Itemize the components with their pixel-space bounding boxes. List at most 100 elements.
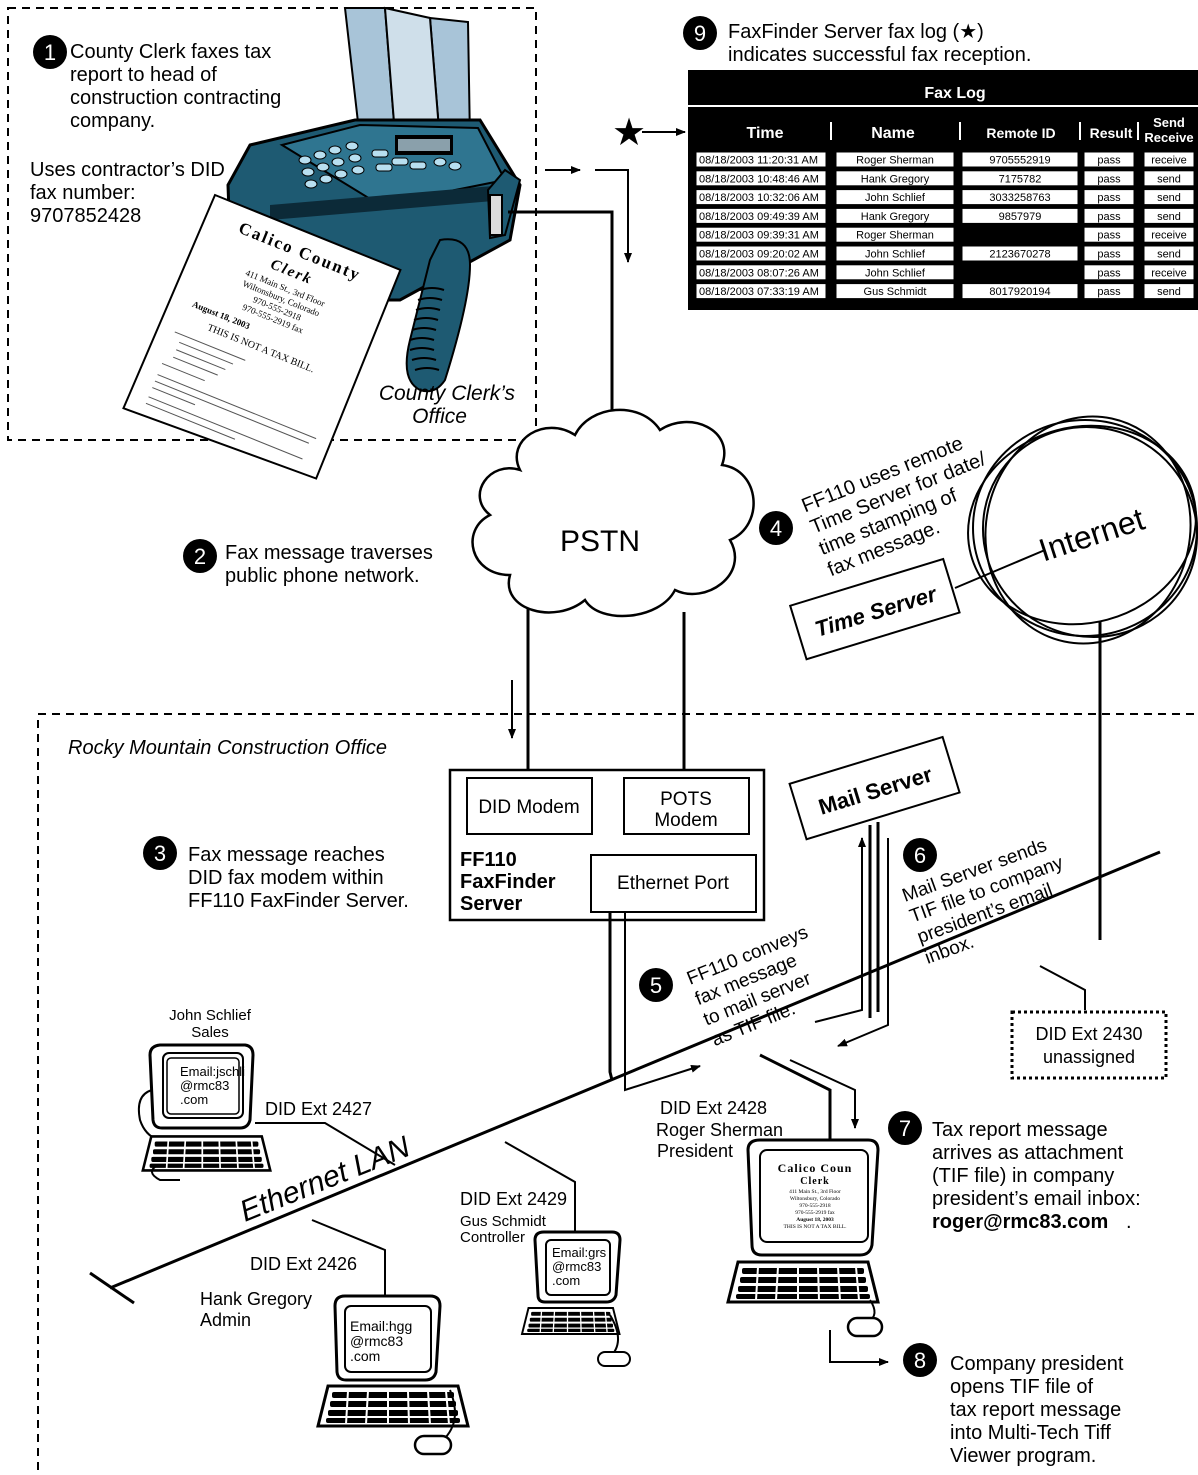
log-result: pass: [1097, 211, 1121, 223]
mail-server-box: Mail Server: [788, 735, 961, 841]
log-direction: receive: [1151, 230, 1186, 242]
ext2430-line1: DID Ext 2430: [1035, 1024, 1142, 1044]
fax-log-panel: Fax Log Time Name Remote ID Result Send …: [688, 70, 1198, 310]
step3-line1: Fax message reaches: [188, 844, 385, 866]
step8-line5: Viewer program.: [950, 1445, 1096, 1467]
ethernet-port-arrow: [624, 912, 701, 1092]
roger-name: Roger Sherman: [656, 1120, 783, 1140]
log-name: John Schlief: [865, 192, 926, 204]
gus-computer: Email:grs @rmc83 .com: [521, 1230, 631, 1367]
col-remote-id: Remote ID: [986, 125, 1055, 141]
fax-log-cell: [695, 170, 827, 187]
step5-number: 5: [650, 973, 662, 998]
gus-title: Controller: [460, 1229, 525, 1246]
log-time: 08/18/2003 09:49:39 AM: [699, 211, 819, 223]
john-email1: Email:jschli: [180, 1064, 245, 1079]
fax-log-cell: [961, 207, 1079, 224]
ff110-to-mail-arrow: [814, 837, 866, 1023]
hank-email2: @rmc83: [350, 1333, 403, 1349]
ethernet-lan-backbone: [109, 850, 1161, 1290]
log-time: 08/18/2003 08:07:26 AM: [699, 267, 819, 279]
fax-log-cell: [835, 264, 955, 281]
fax-log-cell: [1143, 151, 1195, 168]
gus-email3: .com: [552, 1273, 580, 1288]
hank-name: Hank Gregory: [200, 1289, 312, 1309]
log-result: pass: [1097, 230, 1121, 242]
fax-log-cell: [1083, 207, 1135, 224]
hank-email3: .com: [350, 1348, 380, 1364]
star-marker: ★: [612, 112, 646, 154]
log-direction: send: [1157, 286, 1181, 298]
ext2430-link: [1039, 965, 1086, 1010]
log-remote-id: 7175782: [999, 173, 1042, 185]
step8-badge: [903, 1343, 937, 1377]
hank-computer: Email:hgg @rmc83 .com: [316, 1294, 470, 1456]
step9-line1: FaxFinder Server fax log (★): [728, 21, 984, 43]
step9-badge: [683, 16, 717, 50]
fax-log-cell: [1083, 189, 1135, 206]
step1-line3: construction contracting: [70, 87, 281, 109]
step4-number: 4: [770, 516, 782, 541]
fax-log-cell: [695, 207, 827, 224]
gus-lan-link: [504, 1141, 576, 1235]
john-name: John Schlief: [169, 1007, 252, 1024]
step6-number: 6: [914, 843, 926, 868]
john-computer: Email:jschli @rmc83 .com: [137, 1043, 272, 1181]
step5: 5 FF110 conveys fax message to mail serv…: [639, 922, 815, 1051]
john-email2: @rmc83: [180, 1078, 229, 1093]
john-ext: DID Ext 2427: [265, 1099, 372, 1119]
col-result: Result: [1090, 125, 1133, 141]
mail-to-president-arrow: [837, 838, 889, 1047]
log-direction: receive: [1151, 267, 1186, 279]
roger-ext: DID Ext 2428: [660, 1098, 767, 1118]
step7-email: roger@rmc83.com: [932, 1211, 1108, 1233]
step3-number: 3: [154, 841, 166, 866]
step1-line4: company.: [70, 110, 155, 132]
hank-email1: Email:hgg: [350, 1318, 412, 1334]
fax-phone-line: [508, 210, 614, 450]
step2-line1: Fax message traverses: [225, 542, 433, 564]
internet-globe: [967, 415, 1198, 645]
did-line2: fax number:: [30, 182, 136, 204]
ethernet-port-label: Ethernet Port: [617, 873, 730, 894]
did-number: 9707852428: [30, 205, 141, 227]
log-remote-id: 2123670278: [989, 249, 1050, 261]
gus-ext: DID Ext 2429: [460, 1189, 567, 1209]
step1: 1 County Clerk faxes tax report to head …: [30, 35, 515, 428]
lan-terminator: [89, 1271, 135, 1305]
office-label-line2: Office: [412, 405, 467, 428]
log-result: pass: [1097, 249, 1121, 261]
fax-log-cell: [1143, 283, 1195, 300]
pstn-cloud: PSTN: [471, 408, 755, 618]
log-remote-id: 3033258763: [989, 192, 1050, 204]
ext2430-line2: unassigned: [1043, 1047, 1135, 1067]
roger-inbox-arrow: [789, 1059, 859, 1129]
log-name: Hank Gregory: [861, 211, 930, 223]
log-direction: send: [1157, 249, 1181, 261]
did-line1: Uses contractor’s DID: [30, 159, 225, 181]
log-name: Roger Sherman: [856, 230, 934, 242]
roger-title: President: [657, 1141, 733, 1161]
fax-log-cell: [961, 170, 1079, 187]
fax-log-cell: [695, 189, 827, 206]
col-receive: Receive: [1144, 130, 1193, 145]
step3-badge: [143, 836, 177, 870]
roger-lan-link: [759, 1053, 832, 1142]
ff110-name2: FaxFinder: [460, 871, 556, 893]
time-server-link: [954, 549, 1046, 589]
log-direction: send: [1157, 192, 1181, 204]
fax-log-cell: [1143, 245, 1195, 262]
log-result: pass: [1097, 286, 1121, 298]
fax-log-cell: [695, 283, 827, 300]
roger-screen-line1: 411 Main St., 3rd Floor: [789, 1189, 841, 1195]
log-result: pass: [1097, 155, 1121, 167]
log-result: pass: [1097, 173, 1121, 185]
